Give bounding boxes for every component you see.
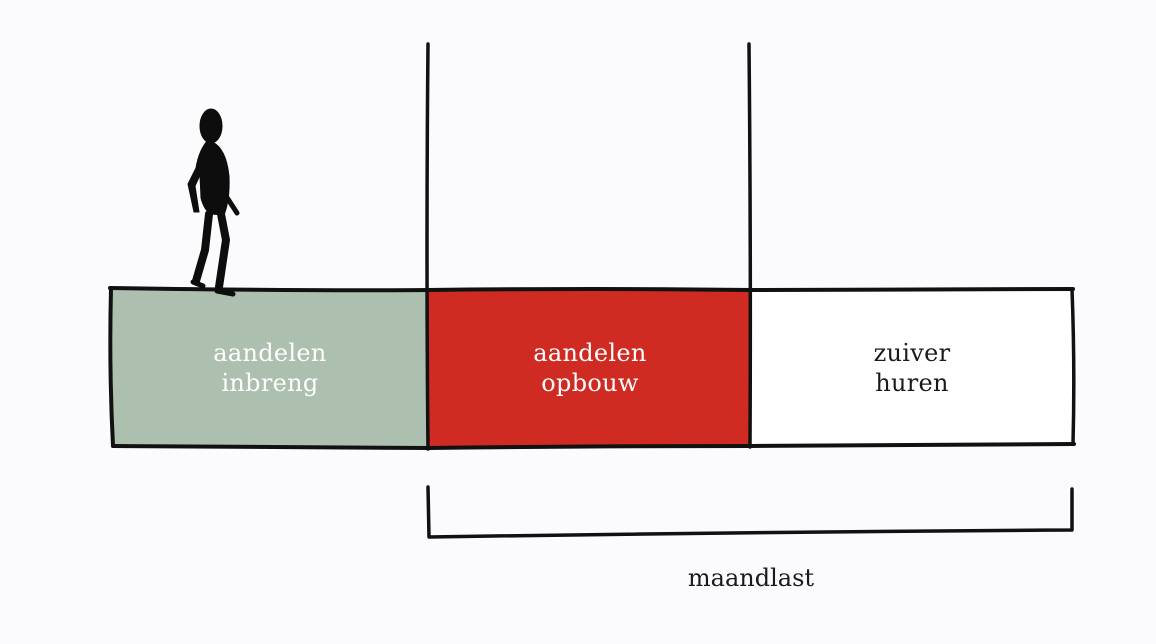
segment-huren-label: zuiver huren [752,338,1072,398]
divider-right [747,42,753,449]
segment-opbouw-line2: opbouw [541,369,639,397]
maandlast-label: maandlast [687,564,815,592]
segment-huren-line2: huren [875,369,949,397]
segment-inbreng-box [112,289,428,447]
divider-left [425,42,430,451]
segment-inbreng-line1: aandelen [213,339,327,367]
segment-huren-line1: zuiver [873,339,951,367]
segment-opbouw-box [428,290,751,447]
segment-inbreng-label: aandelen inbreng [113,338,427,398]
maandlast-bracket [426,485,1074,539]
segment-opbouw-label: aandelen opbouw [429,338,751,398]
segment-inbreng-line2: inbreng [221,369,319,397]
segment-huren-box [751,290,1073,446]
segment-opbouw-line1: aandelen [533,339,647,367]
bar-outline [108,286,1076,450]
walking-person-icon [187,108,240,297]
